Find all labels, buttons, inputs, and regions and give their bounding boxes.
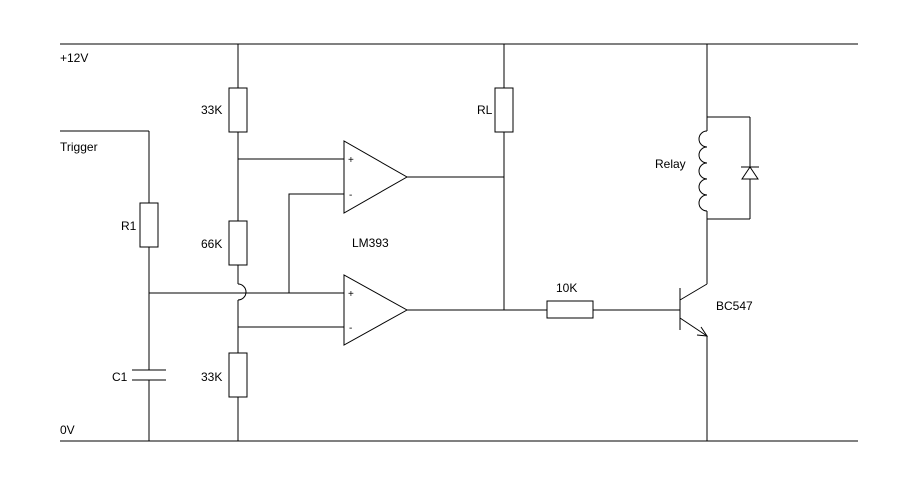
resistor-10k: [546, 300, 594, 319]
c1-label: C1: [112, 370, 128, 384]
resistor-r1: [139, 202, 159, 248]
relay-coil: [698, 130, 708, 212]
transistor-bc547: BC547: [679, 283, 753, 441]
r33k-bottom-label: 33K: [201, 370, 222, 384]
r10k-label: 10K: [556, 281, 577, 295]
emitter-arrow: [696, 326, 709, 337]
ic-label: LM393: [352, 236, 389, 250]
comparator-upper-plus-pin: +: [348, 155, 354, 166]
pullup-rl: RL: [477, 44, 514, 310]
comparator-lower-plus-pin: +: [348, 289, 354, 300]
wire-crossover-hop: [237, 283, 247, 301]
resistor-33k-bottom: [228, 352, 248, 398]
comparator-upper-minus-pin: -: [349, 190, 352, 201]
relay-stage: Relay: [655, 44, 759, 284]
resistor-33k-top: [228, 87, 248, 133]
comparator-lower: + -: [238, 274, 547, 346]
positive-rail-label: +12V: [60, 51, 88, 65]
r66k-label: 66K: [201, 237, 222, 251]
resistor-66k: [228, 220, 248, 266]
comparator-lower-minus-pin: -: [349, 323, 352, 334]
flyback-diode: [741, 166, 759, 180]
relay-label: Relay: [655, 157, 686, 171]
transistor-label: BC547: [716, 299, 753, 313]
base-resistor: 10K: [546, 281, 680, 319]
r1-label: R1: [121, 219, 137, 233]
resistor-rl: [494, 87, 514, 133]
trigger-network: Trigger R1 C1: [60, 130, 166, 441]
ground-rail-label: 0V: [60, 423, 75, 437]
trigger-label: Trigger: [60, 140, 98, 154]
r33k-top-label: 33K: [201, 103, 222, 117]
rl-label: RL: [477, 103, 493, 117]
voltage-divider: 33K 66K 33K: [201, 44, 248, 441]
comparator-upper: + -: [238, 140, 504, 293]
